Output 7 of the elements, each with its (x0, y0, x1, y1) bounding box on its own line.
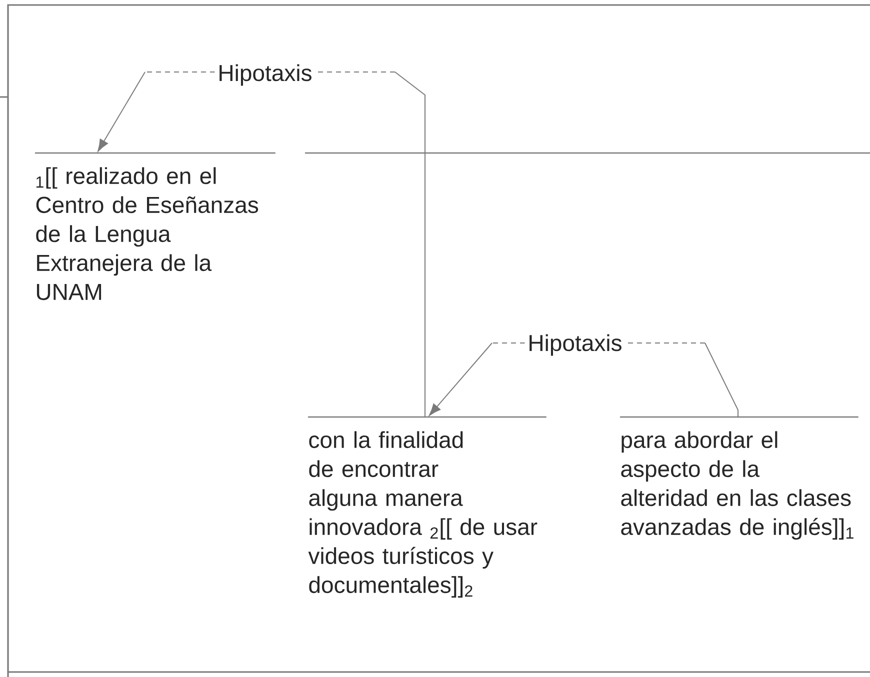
edge-label: Hipotaxis (530, 334, 622, 356)
edge-label: Hipotaxis (220, 64, 312, 86)
clause-text: con la finalidad de encontrar alguna manera innovadora $_{2}$[[ de usar videos turísticos y documentales]]$_{2}$ (308, 416, 546, 598)
clause-text: $_{1}$[[ realizado en el Centro de Eseñanzas de la Lengua Extranejera de la UNAM (35, 152, 276, 300)
clause-text: para abordar el aspecto de la alteridad en las clases avanzadas de inglés]]$_{1}$ (620, 416, 858, 540)
arrow (98, 72, 426, 418)
rule-line (305, 152, 870, 154)
